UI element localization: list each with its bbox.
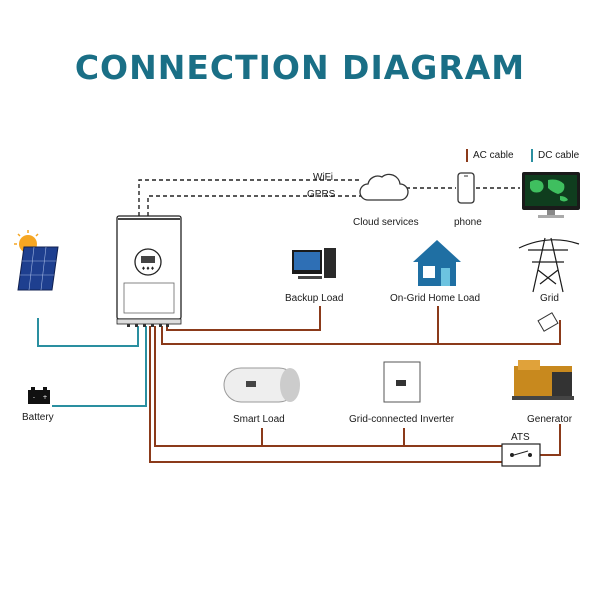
dc-cables bbox=[37, 318, 147, 407]
cloud-services-label: Cloud services bbox=[353, 217, 419, 228]
smart-load-label: Smart Load bbox=[233, 414, 285, 425]
hybrid-inverter-icon: ♦♦♦ bbox=[116, 215, 182, 327]
ac-legend-swatch bbox=[466, 149, 468, 162]
desktop-pc-icon bbox=[292, 248, 336, 279]
generator-cable bbox=[540, 424, 561, 456]
gprs-label: GPRS bbox=[307, 189, 336, 200]
home-load-label: On-Grid Home Load bbox=[390, 293, 481, 304]
monitor-icon bbox=[522, 172, 580, 218]
house-icon bbox=[413, 240, 461, 286]
diagram-title: CONNECTION DIAGRAM bbox=[74, 48, 526, 87]
svg-text:+: + bbox=[42, 394, 47, 401]
grid-label: Grid bbox=[540, 293, 559, 304]
backup-load-label: Backup Load bbox=[285, 293, 344, 304]
generator-label: Generator bbox=[527, 414, 573, 425]
svg-text:-: - bbox=[33, 394, 35, 401]
grid-inverter-label: Grid-connected Inverter bbox=[349, 414, 455, 425]
power-tower-icon bbox=[518, 237, 580, 293]
dc-legend-swatch bbox=[531, 149, 533, 162]
wifi-label: WiFi bbox=[313, 172, 333, 183]
ac-legend-label: AC cable bbox=[473, 150, 514, 161]
battery-icon: - + bbox=[28, 387, 50, 404]
grid-meter-icon bbox=[537, 312, 559, 332]
ats-label: ATS bbox=[511, 432, 530, 443]
ats-box-icon bbox=[501, 443, 541, 467]
wifi-line bbox=[138, 179, 362, 216]
cloud-icon bbox=[359, 173, 409, 201]
generator-icon bbox=[512, 360, 574, 400]
svg-text:♦♦♦: ♦♦♦ bbox=[141, 266, 154, 272]
battery-dc-cable bbox=[52, 326, 147, 407]
generator-bus-cable bbox=[149, 326, 508, 463]
solar-panel-icon bbox=[14, 230, 59, 291]
ac-cables bbox=[149, 306, 561, 463]
dc-legend-label: DC cable bbox=[538, 150, 580, 161]
grid-cable bbox=[161, 320, 561, 345]
comm-lines bbox=[138, 179, 520, 216]
battery-label: Battery bbox=[22, 412, 54, 423]
smart-load-cable bbox=[154, 326, 508, 447]
backup-load-cable bbox=[166, 306, 321, 331]
grid-inverter-icon bbox=[383, 361, 421, 403]
solar-dc-cable bbox=[37, 318, 139, 347]
phone-icon bbox=[457, 172, 475, 204]
phone-label: phone bbox=[454, 217, 482, 228]
water-heater-icon bbox=[223, 367, 300, 403]
gprs-line bbox=[147, 195, 362, 216]
